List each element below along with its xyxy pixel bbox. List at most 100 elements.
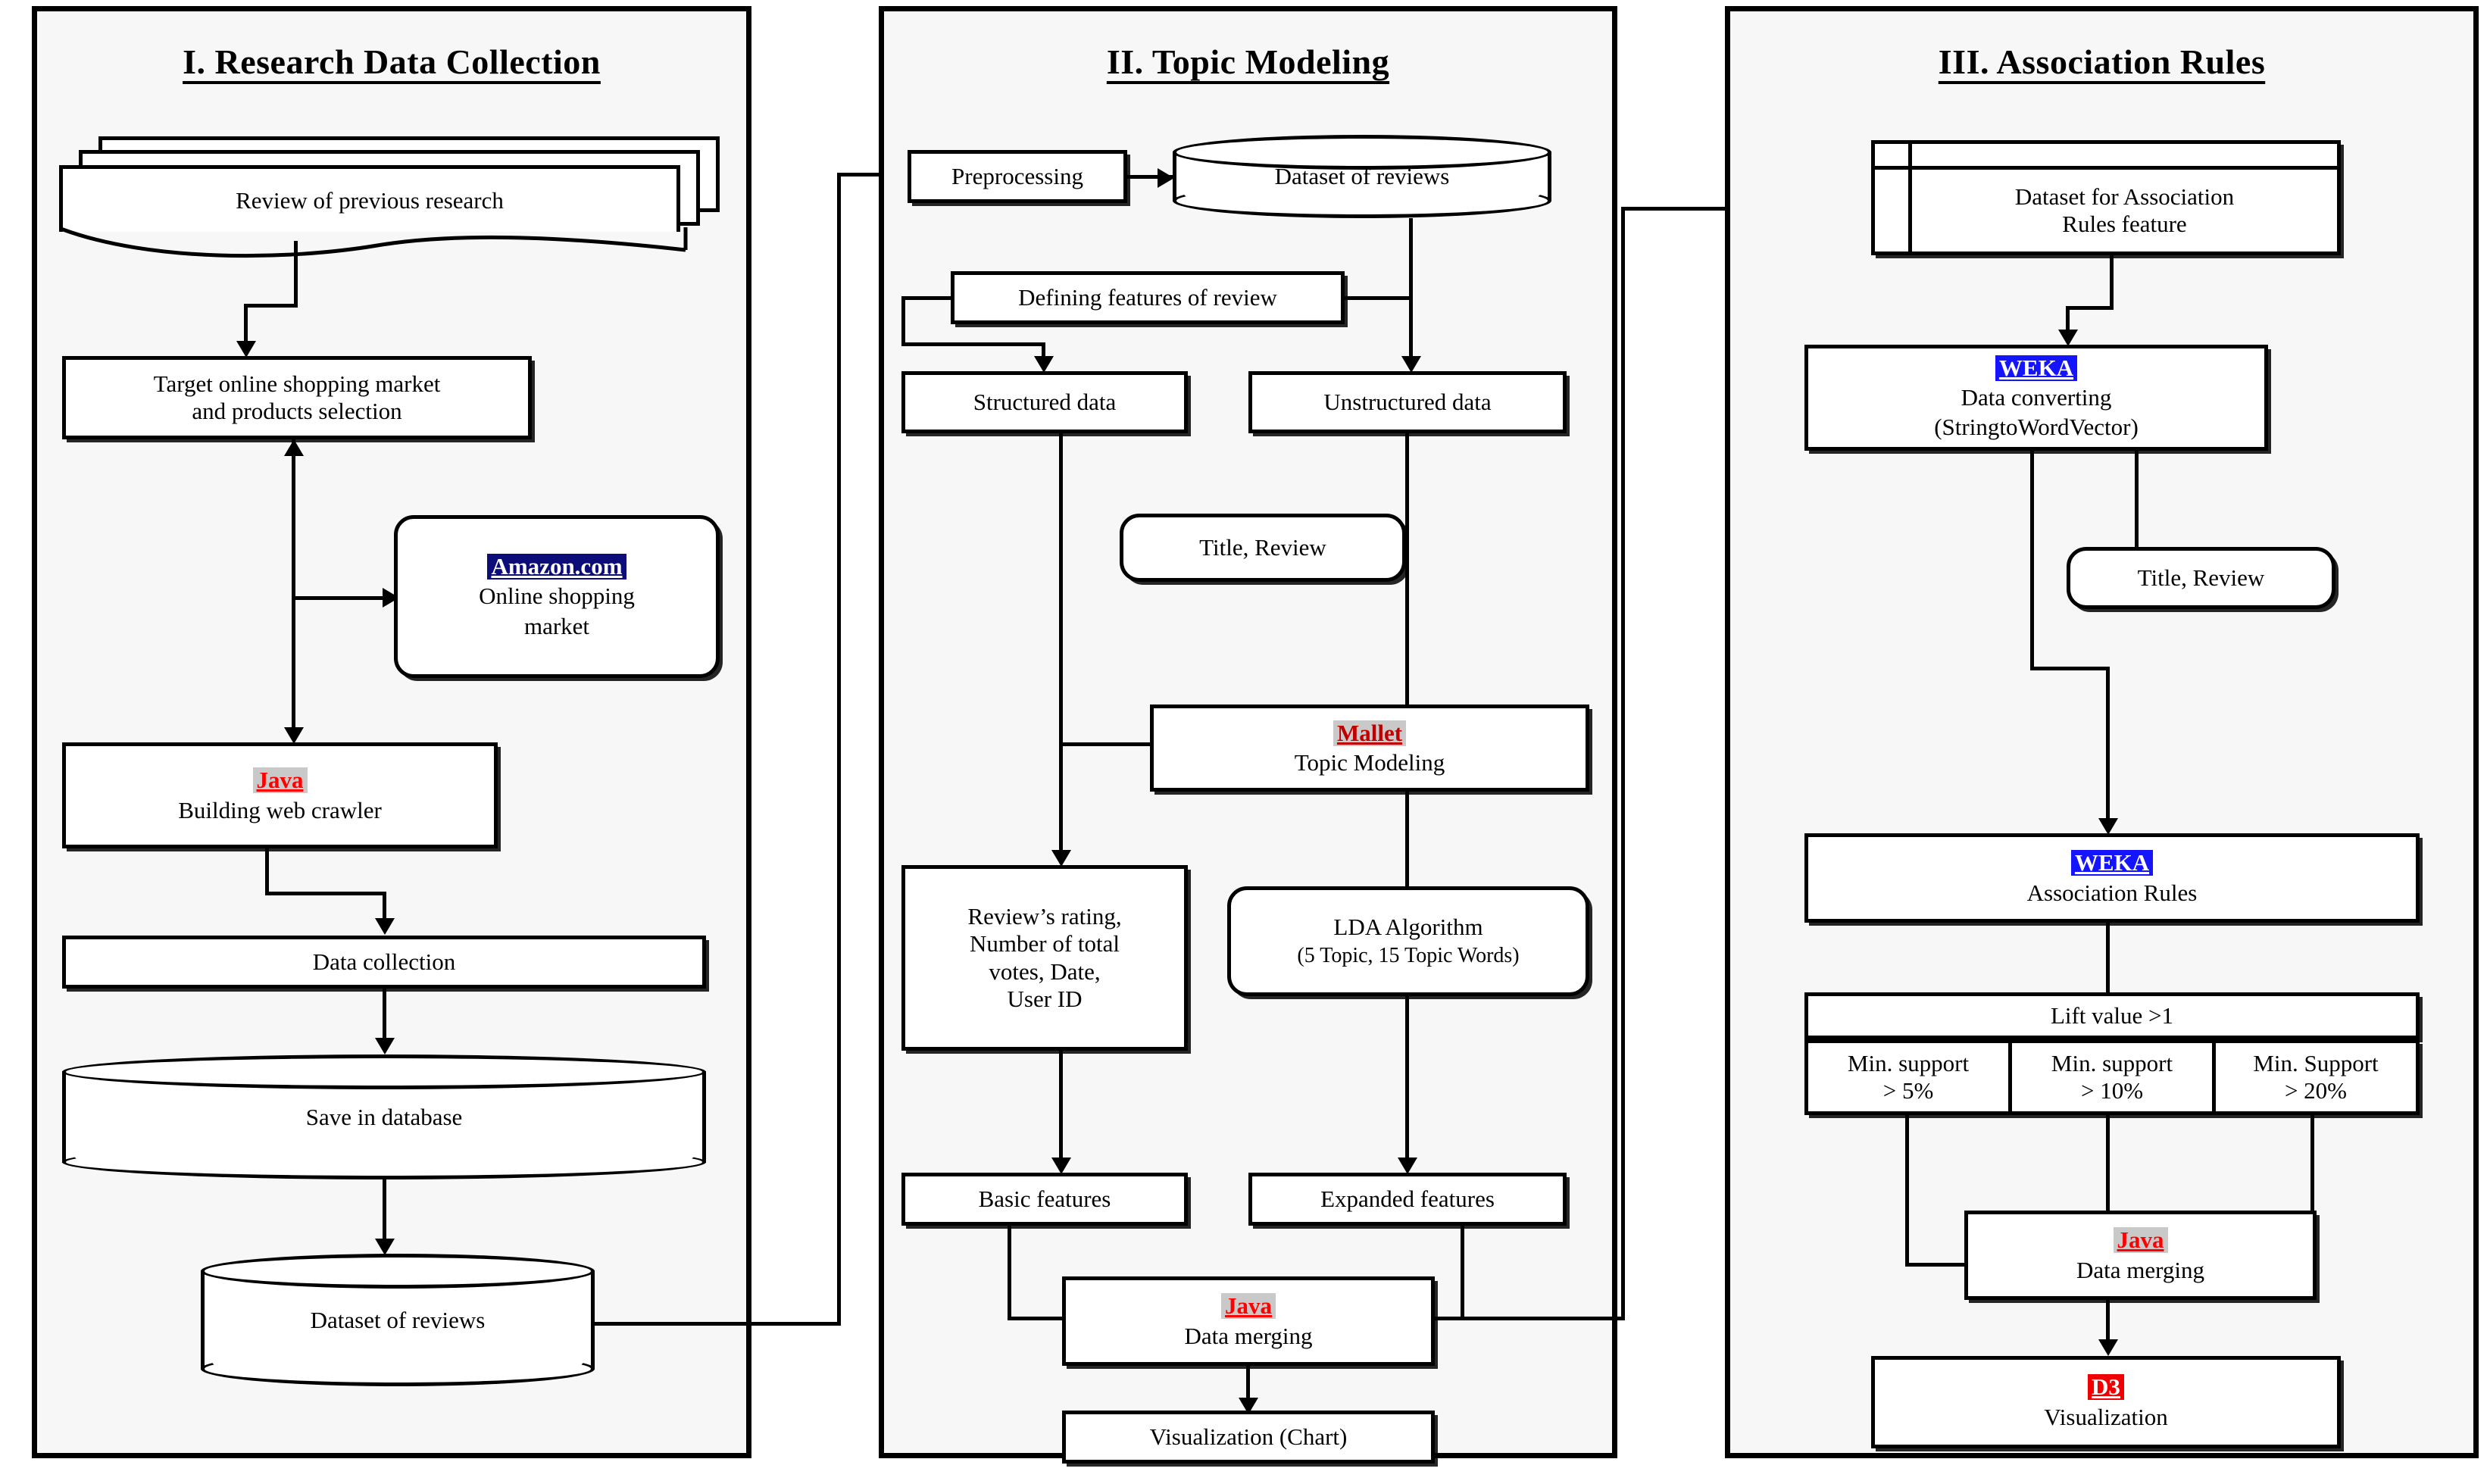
node-label: Expanded features <box>1320 1185 1495 1212</box>
connector-support5-down <box>1905 1115 1909 1267</box>
node-label: Lift value >1 <box>2050 1001 2174 1029</box>
node-java-data-merging-section3: Java Data merging <box>1964 1211 2317 1300</box>
node-title-review-section2: Title, Review <box>1120 514 1406 582</box>
node-basic-features: Basic features <box>901 1173 1188 1226</box>
connector-defining-left-v <box>901 296 905 346</box>
node-expanded-features: Expanded features <box>1248 1173 1567 1226</box>
node-label-line1: Target online shopping market <box>153 370 441 397</box>
java-tag: Java <box>1221 1293 1276 1320</box>
cylinder-bottom-cap <box>201 1351 595 1386</box>
connector-meta-to-basic <box>1059 1051 1063 1164</box>
node-review-metadata: Review’s rating, Number of total votes, … <box>901 865 1188 1051</box>
connector-dataset-down <box>1409 218 1413 362</box>
connector-structured-to-mallet <box>1059 742 1150 746</box>
node-label: Save in database <box>305 1103 463 1130</box>
node-label-line3: votes, Date, <box>989 958 1101 985</box>
connector-support20-down <box>2310 1115 2314 1267</box>
table-header-row <box>1875 144 2337 170</box>
connector-mallet-to-lda <box>1405 792 1409 886</box>
node-label: Building web crawler <box>178 796 382 823</box>
connector-docs-left <box>244 304 298 308</box>
connector-support5-right <box>1905 1263 1967 1267</box>
arrowhead-to-java-crawler <box>284 727 304 744</box>
connector-crawler-right <box>265 892 386 895</box>
node-structured-data: Structured data <box>901 371 1188 433</box>
connector-basic-to-merge <box>1008 1317 1087 1320</box>
node-dataset-for-association-rules: Dataset for Association Rules feature <box>1871 140 2341 255</box>
connector-defining-bottom-h <box>901 342 1045 346</box>
node-label: Structured data <box>973 388 1117 415</box>
connector-convert-elbow <box>2030 667 2110 670</box>
arrowhead-to-weka-convert <box>2058 330 2078 346</box>
cylinder-top-cap <box>201 1254 595 1289</box>
connector-structured-down <box>1059 433 1063 858</box>
connector-s2-to-s3-h1 <box>1435 1317 1624 1320</box>
java-tag: Java <box>2113 1227 2168 1254</box>
node-min-support-10: Min. support > 10% <box>2008 1043 2212 1111</box>
d3-tag: D3 <box>2088 1374 2124 1401</box>
node-label-line1: LDA Algorithm <box>1333 913 1483 940</box>
node-label: Association Rules <box>2026 879 2198 906</box>
node-preprocessing: Preprocessing <box>908 150 1127 203</box>
node-label-line2: Rules feature <box>2062 211 2187 237</box>
cylinder-bottom-cap <box>62 1145 706 1179</box>
node-amazon-online-shopping-market: Amazon.com Online shopping market <box>394 515 720 678</box>
node-java-data-merging-section2: Java Data merging <box>1062 1276 1435 1366</box>
panel-title-3: III. Association Rules <box>1938 42 2266 81</box>
connector-unstructured-down <box>1405 433 1409 706</box>
table-cell-label: Dataset for Association Rules feature <box>1912 170 2337 251</box>
node-java-building-web-crawler: Java Building web crawler <box>62 742 498 848</box>
connector-s1-to-s2-h1 <box>591 1322 841 1326</box>
arrowhead-to-dataset-reviews-1 <box>375 1239 395 1255</box>
connector-target-spine <box>292 439 295 739</box>
arrowhead-to-save-db <box>375 1038 395 1054</box>
connector-docs-down-a <box>294 241 298 308</box>
node-visualization-chart: Visualization (Chart) <box>1062 1411 1435 1464</box>
cylinder-top-cap <box>62 1054 706 1089</box>
node-label: Preprocessing <box>951 162 1083 189</box>
node-label-line1: Min. Support <box>2253 1049 2379 1076</box>
node-label: Unstructured data <box>1323 388 1492 415</box>
doc-sheet-front: Review of previous research <box>59 165 680 232</box>
arrowhead-to-dataset-reviews-2 <box>1158 168 1174 188</box>
weka-tag: WEKA <box>1995 355 2078 381</box>
node-label-line2: > 20% <box>2284 1077 2348 1104</box>
node-label-line1: Dataset for Association <box>2014 183 2235 210</box>
connector-db-to-dataset <box>383 1179 386 1249</box>
node-target-online-shopping-market: Target online shopping market and produc… <box>62 356 532 439</box>
node-label: Topic Modeling <box>1294 749 1445 776</box>
java-tag: Java <box>252 767 308 794</box>
connector-preprocessing-to-dataset <box>1127 175 1173 179</box>
node-label-line4: User ID <box>1007 985 1083 1012</box>
doc-wavy-bottom <box>59 227 688 258</box>
arrowhead-to-target-market <box>236 341 256 358</box>
connector-collection-to-db <box>383 989 386 1048</box>
node-label: Dataset of reviews <box>1274 163 1450 189</box>
node-label-line1: Min. support <box>2051 1049 2173 1076</box>
connector-ardataset-down-b <box>2066 306 2070 335</box>
node-label: Defining features of review <box>1018 283 1277 311</box>
node-label: Dataset of reviews <box>310 1306 486 1333</box>
node-dataset-of-reviews-section2: Dataset of reviews <box>1173 135 1551 218</box>
node-defining-features-of-review: Defining features of review <box>951 271 1345 324</box>
connector-s2-to-s3-v <box>1621 207 1625 1320</box>
arrowhead-to-review-meta <box>1051 850 1071 867</box>
connector-defining-left-h <box>901 296 953 300</box>
connector-basic-down <box>1008 1226 1011 1320</box>
node-lda-algorithm: LDA Algorithm (5 Topic, 15 Topic Words) <box>1227 886 1589 996</box>
node-label: Visualization <box>2044 1403 2168 1430</box>
connector-crawler-down-b <box>383 892 386 923</box>
connector-docs-down-b <box>244 304 248 347</box>
node-weka-association-rules: WEKA Association Rules <box>1804 833 2420 923</box>
arrowhead-to-d3-visualization <box>2098 1339 2118 1356</box>
node-label: Data merging <box>1184 1322 1313 1349</box>
node-label-line2: > 10% <box>2080 1077 2144 1104</box>
node-unstructured-data: Unstructured data <box>1248 371 1567 433</box>
node-review-of-previous-research: Review of previous research <box>59 136 726 258</box>
arrowhead-to-structured <box>1034 356 1054 373</box>
panel-title-1: I. Research Data Collection <box>183 42 601 81</box>
node-d3-visualization: D3 Visualization <box>1871 1356 2341 1448</box>
cylinder-top-cap <box>1173 135 1551 170</box>
arrowhead-to-expanded-features <box>1398 1158 1417 1174</box>
